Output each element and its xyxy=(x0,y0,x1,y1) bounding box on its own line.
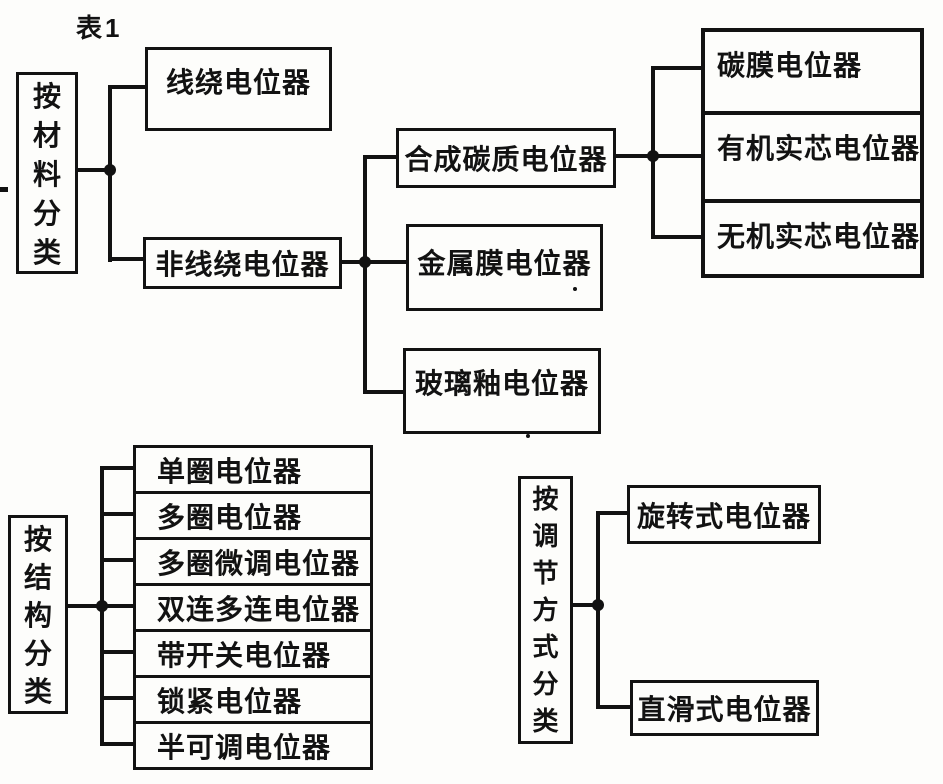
node-organic-solid: 有机实芯电位器 xyxy=(705,111,920,199)
node-material-root-label: 按材料分类 xyxy=(32,81,61,268)
node-dual-gang-label: 双连多连电位器 xyxy=(157,593,361,625)
node-adjustment-root: 按调节方式分类 xyxy=(518,476,573,744)
node-structure-root-label: 按结构分类 xyxy=(23,524,52,707)
node-inorganic-solid-label: 无机实芯电位器 xyxy=(717,221,921,252)
node-material-root: 按材料分类 xyxy=(16,72,78,274)
node-locking-label: 锁紧电位器 xyxy=(157,685,303,717)
connector-structure-main xyxy=(67,604,104,608)
node-wire-wound-label: 线绕电位器 xyxy=(165,67,311,98)
connector-adjustment-stub-rotary xyxy=(596,511,627,515)
node-dual-gang: 双连多连电位器 xyxy=(136,583,370,629)
junction-dot-material xyxy=(104,164,116,176)
connector-structure-stub-3 xyxy=(100,558,133,562)
node-non-wire-wound-label: 非线绕电位器 xyxy=(155,249,330,280)
node-wire-wound: 线绕电位器 xyxy=(145,47,332,131)
node-synthetic-carbon-label: 合成碳质电位器 xyxy=(404,144,608,175)
connector-material-stub-wire xyxy=(108,85,145,89)
junction-dot-synthetic xyxy=(647,150,659,162)
node-multi-turn-trimmer: 多圈微调电位器 xyxy=(136,537,370,583)
node-single-turn-label: 单圈电位器 xyxy=(157,455,303,487)
node-with-switch-label: 带开关电位器 xyxy=(157,639,332,671)
scan-artifact xyxy=(526,434,530,438)
scan-artifact xyxy=(573,287,577,291)
node-multi-turn-trimmer-label: 多圈微调电位器 xyxy=(157,547,361,579)
connector-material-stub-nonwire xyxy=(108,257,143,261)
node-carbon-film-label: 碳膜电位器 xyxy=(717,50,863,81)
junction-dot-adjustment xyxy=(592,599,604,611)
node-carbon-subtypes-stack: 碳膜电位器 有机实芯电位器 无机实芯电位器 xyxy=(701,28,924,278)
node-structure-stack: 单圈电位器 多圈电位器 多圈微调电位器 双连多连电位器 带开关电位器 锁紧电位器… xyxy=(133,445,373,770)
node-structure-root: 按结构分类 xyxy=(8,515,68,714)
node-carbon-film: 碳膜电位器 xyxy=(705,32,920,111)
connector-adjustment-main xyxy=(572,603,600,607)
node-locking: 锁紧电位器 xyxy=(136,675,370,721)
node-non-wire-wound: 非线绕电位器 xyxy=(143,237,342,289)
junction-dot-structure xyxy=(96,600,108,612)
node-single-turn: 单圈电位器 xyxy=(136,448,370,491)
node-synthetic-carbon: 合成碳质电位器 xyxy=(396,128,616,188)
node-organic-solid-label: 有机实芯电位器 xyxy=(717,133,921,164)
table-caption: 表1 xyxy=(76,13,123,43)
node-adjustment-root-label: 按调节方式分类 xyxy=(532,484,559,736)
connector-synthetic-stub-top xyxy=(651,66,701,70)
node-inorganic-solid: 无机实芯电位器 xyxy=(705,199,920,274)
connector-nonwire-stub-synthetic xyxy=(363,155,396,159)
node-rotary: 旋转式电位器 xyxy=(627,485,821,544)
scan-artifact xyxy=(838,233,842,237)
connector-structure-stub-2 xyxy=(100,512,133,516)
connector-nonwire-main xyxy=(342,260,406,264)
node-glass-glaze: 玻璃釉电位器 xyxy=(403,348,601,434)
connector-nonwire-stub-glass xyxy=(363,390,403,394)
node-multi-turn-label: 多圈电位器 xyxy=(157,501,303,533)
connector-adjustment-stub-slide xyxy=(596,705,630,709)
node-glass-glaze-label: 玻璃釉电位器 xyxy=(414,368,589,399)
junction-dot-nonwire xyxy=(359,256,371,268)
connector-structure-stub-4 xyxy=(100,604,133,608)
connector-structure-stub-7 xyxy=(100,742,133,746)
node-semi-adjustable-label: 半可调电位器 xyxy=(157,731,332,763)
node-slide-label: 直滑式电位器 xyxy=(637,694,812,725)
connector-nonwire-bus xyxy=(363,155,367,394)
node-slide: 直滑式电位器 xyxy=(630,680,819,736)
connector-material-main xyxy=(78,168,112,172)
node-rotary-label: 旋转式电位器 xyxy=(636,500,811,532)
node-semi-adjustable: 半可调电位器 xyxy=(136,721,370,767)
node-multi-turn: 多圈电位器 xyxy=(136,491,370,537)
scan-artifact xyxy=(0,187,8,192)
connector-synthetic-stub-bottom xyxy=(651,235,701,239)
connector-structure-stub-6 xyxy=(100,696,133,700)
node-with-switch: 带开关电位器 xyxy=(136,629,370,675)
connector-structure-stub-1 xyxy=(100,466,133,470)
node-metal-film: 金属膜电位器 xyxy=(406,224,603,311)
connector-structure-stub-5 xyxy=(100,650,133,654)
node-metal-film-label: 金属膜电位器 xyxy=(417,248,592,279)
